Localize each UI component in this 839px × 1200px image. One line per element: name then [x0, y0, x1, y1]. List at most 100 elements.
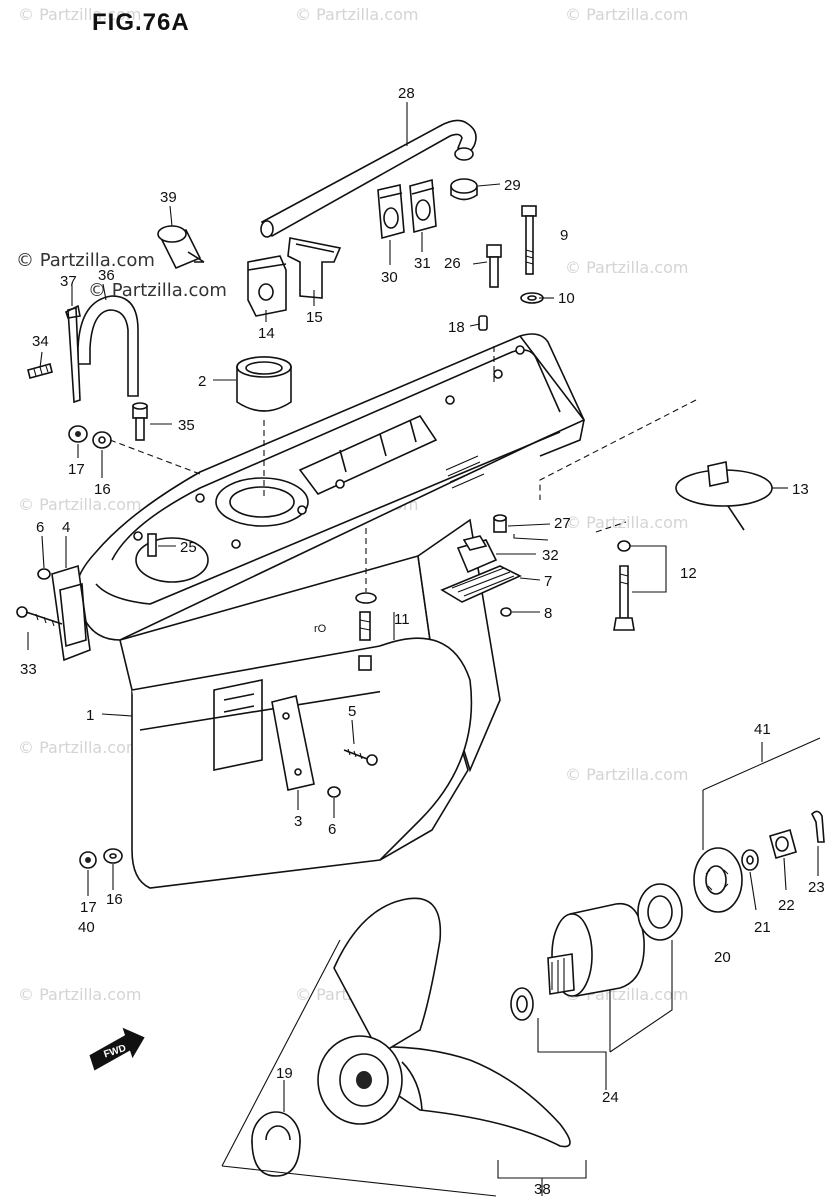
part-label: 25 [180, 539, 197, 556]
part-6-nut[interactable] [37, 568, 51, 580]
watermark-text: © Partzilla.com [295, 5, 418, 24]
part-5-screw[interactable] [343, 748, 378, 766]
watermark-text: © Partzilla.com [18, 5, 141, 24]
part-25-dowel-pin[interactable] [147, 533, 157, 557]
part-label: 11 [394, 611, 410, 628]
part-label: 33 [20, 661, 37, 678]
part-label: 18 [448, 319, 465, 336]
part-17-nut-lower[interactable] [79, 851, 97, 869]
part-37-tie-strap[interactable] [65, 304, 81, 404]
part-label: 32 [542, 547, 559, 564]
part-label: 29 [504, 177, 521, 194]
fwd-arrow-icon: FWD [89, 1027, 145, 1071]
part-label: 8 [544, 605, 552, 622]
part-2-bearing[interactable] [236, 356, 292, 412]
part-8-screw[interactable] [500, 607, 512, 617]
part-6-nut-lower[interactable] [327, 786, 341, 798]
part-label: 4 [62, 519, 70, 536]
watermark-text: © Partzilla.com [565, 513, 688, 532]
part-29-grommet[interactable] [450, 178, 478, 201]
part-38-propeller[interactable] [317, 897, 571, 1148]
part-label: 26 [444, 255, 461, 272]
part-label: 16 [94, 481, 111, 498]
part-label: 12 [680, 565, 697, 582]
part-label: 22 [778, 897, 795, 914]
watermark-text: © Partzilla.com [565, 765, 688, 784]
part-label: 3 [294, 813, 302, 830]
part-31-clamp[interactable] [409, 178, 437, 234]
watermark-text: © Partzilla.com [18, 495, 141, 514]
watermark-main: © Partzilla.com [88, 280, 227, 301]
part-label: 6 [328, 821, 336, 838]
part-35-nipple[interactable] [132, 402, 148, 441]
housing-mark: rO [314, 623, 327, 635]
part-4-plate[interactable] [51, 564, 91, 662]
part-26-bolt[interactable] [486, 244, 502, 288]
part-label: 2 [198, 373, 206, 390]
part-label: 19 [276, 1065, 293, 1082]
part-21-washer[interactable] [741, 849, 759, 871]
part-27-plug[interactable] [493, 514, 507, 533]
part-label: 10 [558, 290, 575, 307]
watermark-main: © Partzilla.com [16, 250, 155, 271]
part-label: 20 [714, 949, 731, 966]
part-30-clamp[interactable] [377, 184, 405, 240]
watermark-text: © Partzilla.com [565, 5, 688, 24]
part-32-block[interactable] [456, 535, 498, 574]
part-label: 7 [544, 573, 552, 590]
part-39-fitting[interactable] [157, 225, 205, 270]
part-36-hose[interactable] [77, 295, 139, 397]
part-label: 41 [754, 721, 771, 738]
part-label: 9 [560, 227, 568, 244]
part-9-bolt[interactable] [521, 205, 537, 275]
part-24-hub-kit[interactable] [510, 883, 683, 1021]
part-label: 24 [602, 1089, 619, 1106]
part-label: 5 [348, 703, 356, 720]
part-19-spacer[interactable] [251, 1111, 301, 1177]
part-label: 15 [306, 309, 323, 326]
part-23-cotter-pin[interactable] [811, 810, 825, 843]
part-13-anode[interactable] [675, 461, 773, 531]
part-3-plate[interactable] [271, 695, 315, 791]
part-label: 17 [68, 461, 85, 478]
part-label: 27 [554, 515, 571, 532]
part-labels: 28 29 39 9 26 30 31 10 14 15 37 36 18 34… [20, 85, 825, 1198]
part-label: 35 [178, 417, 195, 434]
part-16-washer[interactable] [92, 431, 112, 449]
part-label: 23 [808, 879, 825, 896]
watermark-text: © Partzilla.com [18, 985, 141, 1004]
part-label: 16 [106, 891, 123, 908]
watermark-text: © Partzilla.com [18, 738, 141, 757]
part-label: 6 [36, 519, 44, 536]
part-11-stud[interactable] [355, 592, 377, 671]
part-label: 13 [792, 481, 809, 498]
part-label: 28 [398, 85, 415, 102]
part-label: 31 [414, 255, 431, 272]
part-label: 1 [86, 707, 94, 724]
part-22-castle-nut[interactable] [769, 828, 797, 860]
part-label: 39 [160, 189, 177, 206]
watermark-text: © Partzilla.com [565, 258, 688, 277]
part-14-bracket[interactable] [247, 255, 287, 317]
part-15-bracket[interactable] [287, 237, 342, 299]
part-33-bolt[interactable] [16, 606, 63, 627]
part-17-nut[interactable] [68, 425, 88, 443]
part-28-water-tube[interactable] [260, 119, 477, 238]
part-label: 34 [32, 333, 49, 350]
part-20-thrust-washer[interactable] [693, 847, 743, 913]
part-label: 14 [258, 325, 275, 342]
part-label: 30 [381, 269, 398, 286]
part-label: 21 [754, 919, 771, 936]
part-label: 17 [80, 899, 97, 916]
part-12-bolt-set[interactable] [613, 540, 635, 631]
part-1-gearcase-housing[interactable]: rO [75, 333, 586, 889]
part-16-washer-lower[interactable] [103, 848, 123, 864]
part-label: 36 [98, 267, 115, 284]
part-34-screw[interactable] [27, 363, 53, 379]
part-7-screen[interactable] [440, 565, 522, 603]
figure-title: FIG.76A [92, 9, 190, 36]
part-18-pin[interactable] [478, 315, 488, 331]
part-label: 38 [534, 1181, 551, 1198]
